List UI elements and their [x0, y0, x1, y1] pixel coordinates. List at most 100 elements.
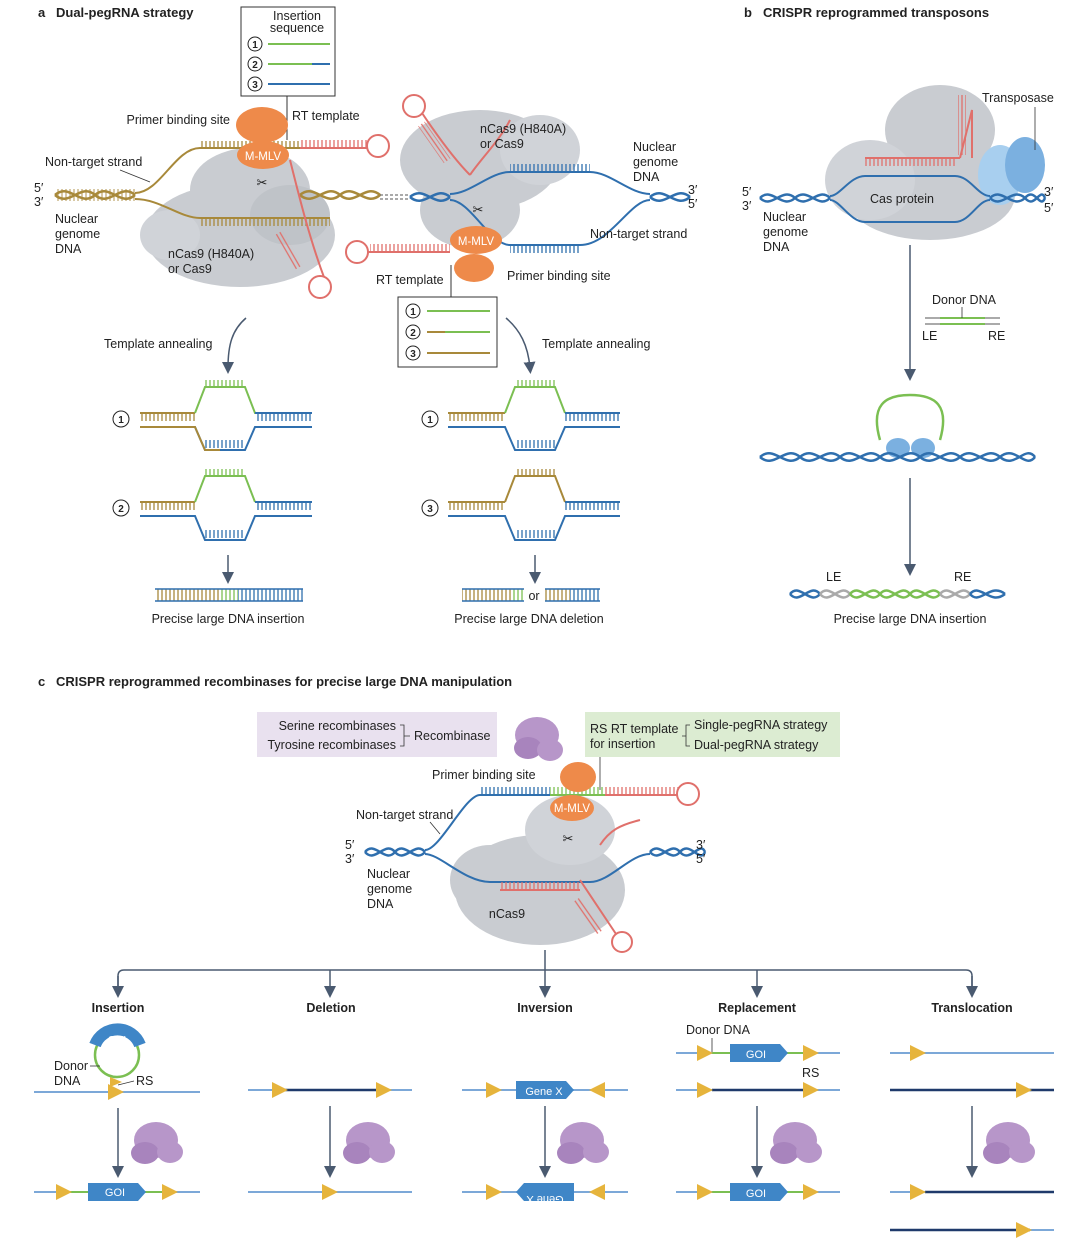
ncas9-right-1: nCas9 (H840A): [480, 122, 566, 136]
inversion-diagram: Gene X Gene X: [462, 1081, 628, 1205]
template-annealing-left: Template annealing: [104, 337, 212, 351]
label-rt-template-right: RT template: [376, 273, 444, 287]
num-3: 3: [252, 80, 258, 91]
transposition-complex: [759, 393, 1036, 462]
dna-helix-right: [409, 164, 691, 253]
label-cas-protein: Cas protein: [870, 192, 934, 206]
mmlv-left: M-MLV: [236, 107, 289, 169]
result-insertion-left: Precise large DNA insertion: [152, 612, 305, 626]
result-deletion: Precise large DNA deletion: [454, 612, 603, 626]
mmlv-c-label: M-MLV: [554, 803, 591, 815]
ncas9-right-2: or Cas9: [480, 137, 524, 151]
dna-helix-b: [759, 95, 1047, 223]
end-3-right: 3′: [688, 183, 698, 197]
donor-dna: [920, 307, 1002, 326]
label-donor-dna-b: Donor DNA: [932, 293, 997, 307]
recombinase-box: [257, 712, 497, 757]
label-rs-rt-2: for insertion: [590, 737, 655, 751]
result-b: Precise large DNA insertion: [834, 612, 987, 626]
label-dual-peg: Dual-pegRNA strategy: [694, 738, 819, 752]
scissors-icon: ✂: [257, 175, 268, 190]
rs-template-box: [585, 712, 840, 757]
replacement-diagram: Donor DNA GOI RS GOI: [676, 1023, 840, 1201]
label-primer-binding-right: Primer binding site: [507, 269, 611, 283]
end-5-left: 5′: [34, 181, 44, 195]
template-annealing-right: Template annealing: [542, 337, 650, 351]
end-3-c: 3′: [345, 852, 355, 866]
label-re-2: RE: [954, 570, 971, 584]
nuclear-c-3: DNA: [367, 897, 394, 911]
outcome-translocation: Translocation: [931, 1001, 1012, 1015]
num-b1: 1: [410, 307, 416, 318]
num-r1: 1: [427, 415, 433, 426]
label-le-2: LE: [826, 570, 841, 584]
outcome-replacement: Replacement: [718, 1001, 797, 1015]
outcome-deletion: Deletion: [306, 1001, 355, 1015]
gene-x-label: Gene X: [525, 1086, 563, 1098]
mmlv-c: M-MLV: [550, 762, 596, 821]
scissors-icon-right: ✂: [473, 202, 484, 217]
nuclear-left-1: Nuclear: [55, 212, 98, 226]
label-transposase: Transposase: [982, 91, 1054, 105]
label-primer-binding-left: Primer binding site: [126, 113, 230, 127]
label-tyrosine: Tyrosine recombinases: [267, 738, 396, 752]
nuclear-left-2: genome: [55, 227, 100, 241]
left-final-product: [155, 588, 303, 602]
mmlv-right: M-MLV: [450, 226, 502, 282]
end-3-left: 3′: [34, 195, 44, 209]
mmlv-left-label: M-MLV: [245, 151, 282, 163]
end-5-c-right: 5′: [696, 852, 706, 866]
end-5-b-right: 5′: [1044, 201, 1054, 215]
panel-c: c CRISPR reprogrammed recombinases for p…: [34, 674, 1054, 1238]
goi-rep-label: GOI: [746, 1049, 766, 1061]
panel-a: a Dual-pegRNA strategy Insertion sequenc…: [34, 5, 698, 626]
panel-a-title: Dual-pegRNA strategy: [56, 5, 194, 20]
end-3-c-right: 3′: [696, 838, 706, 852]
insertion-box-title-2: sequence: [270, 21, 324, 35]
translocation-diagram: [890, 1045, 1054, 1238]
cas9-cloud-left: [140, 148, 335, 287]
num-2: 2: [252, 60, 258, 71]
insertion-diagram: GOI Donor DNA RS GOI: [34, 1023, 200, 1201]
pegrna-left: [275, 134, 390, 299]
nuclear-b-1: Nuclear: [763, 210, 806, 224]
nuclear-left-3: DNA: [55, 242, 82, 256]
panel-a-letter: a: [38, 5, 46, 20]
scissors-icon-c: ✂: [563, 831, 574, 846]
outcome-insertion: Insertion: [92, 1001, 145, 1015]
nuclear-right-1: Nuclear: [633, 140, 676, 154]
nuclear-b-3: DNA: [763, 240, 790, 254]
transposase: [978, 137, 1045, 205]
ncas9-left-1: nCas9 (H840A): [168, 247, 254, 261]
num-b2: 2: [410, 328, 416, 339]
label-dna: DNA: [54, 1074, 81, 1088]
num-b3: 3: [410, 349, 416, 360]
panel-c-letter: c: [38, 674, 45, 689]
label-serine: Serine recombinases: [279, 719, 396, 733]
num-r3: 3: [427, 504, 433, 515]
label-rs-ins: RS: [136, 1074, 153, 1088]
label-non-target-c: Non-target strand: [356, 808, 453, 822]
num-1: 1: [252, 40, 258, 51]
end-5-c: 5′: [345, 838, 355, 852]
label-non-target-left: Non-target strand: [45, 155, 142, 169]
panel-b-letter: b: [744, 5, 752, 20]
end-3-b: 3′: [742, 199, 752, 213]
label-le-1: LE: [922, 329, 937, 343]
outcome-inversion: Inversion: [517, 1001, 573, 1015]
num-l2: 2: [118, 504, 124, 515]
ncas9-left-2: or Cas9: [168, 262, 212, 276]
nuclear-right-3: DNA: [633, 170, 660, 184]
nuclear-right-2: genome: [633, 155, 678, 169]
goi-rep-result-label: GOI: [746, 1188, 766, 1200]
nuclear-c-2: genome: [367, 882, 412, 896]
left-product-1: 1: [112, 380, 312, 451]
label-primer-binding-c: Primer binding site: [432, 768, 536, 782]
nuclear-c-1: Nuclear: [367, 867, 410, 881]
or-label: or: [528, 589, 539, 603]
panel-b-title: CRISPR reprogrammed transposons: [763, 5, 989, 20]
label-non-target-right: Non-target strand: [590, 227, 687, 241]
right-product-3: 3: [421, 469, 620, 541]
goi-ins-label: GOI: [105, 1187, 125, 1199]
gene-x-inverted-label: Gene X: [526, 1193, 564, 1205]
